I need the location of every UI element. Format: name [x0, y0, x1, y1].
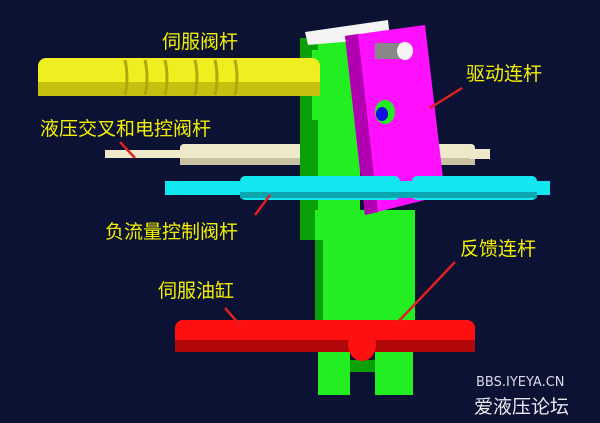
drive-link [345, 25, 445, 215]
arrow-hydraulic-cross-rod [119, 141, 136, 159]
label-hydraulic-cross-rod: 液压交叉和电控阀杆 [40, 118, 211, 140]
arrow-feedback-link [397, 261, 456, 323]
servo-valve-rod [38, 58, 320, 96]
label-negative-flow-rod: 负流量控制阀杆 [105, 221, 238, 243]
label-feedback-link: 反馈连杆 [460, 238, 536, 260]
label-servo-valve-rod: 伺服阀杆 [162, 31, 238, 53]
watermark-url: BBS.IYEYA.CN [476, 375, 565, 390]
servo-cylinder [175, 320, 475, 361]
negative-flow-rod [165, 176, 550, 200]
label-drive-link: 驱动连杆 [466, 63, 542, 85]
watermark-name: 爱液压论坛 [474, 396, 569, 418]
label-servo-cylinder: 伺服油缸 [158, 280, 234, 302]
arrow-drive-link [429, 86, 463, 110]
arrow-servo-cylinder [224, 307, 241, 326]
arrow-negative-flow-rod [254, 194, 271, 216]
